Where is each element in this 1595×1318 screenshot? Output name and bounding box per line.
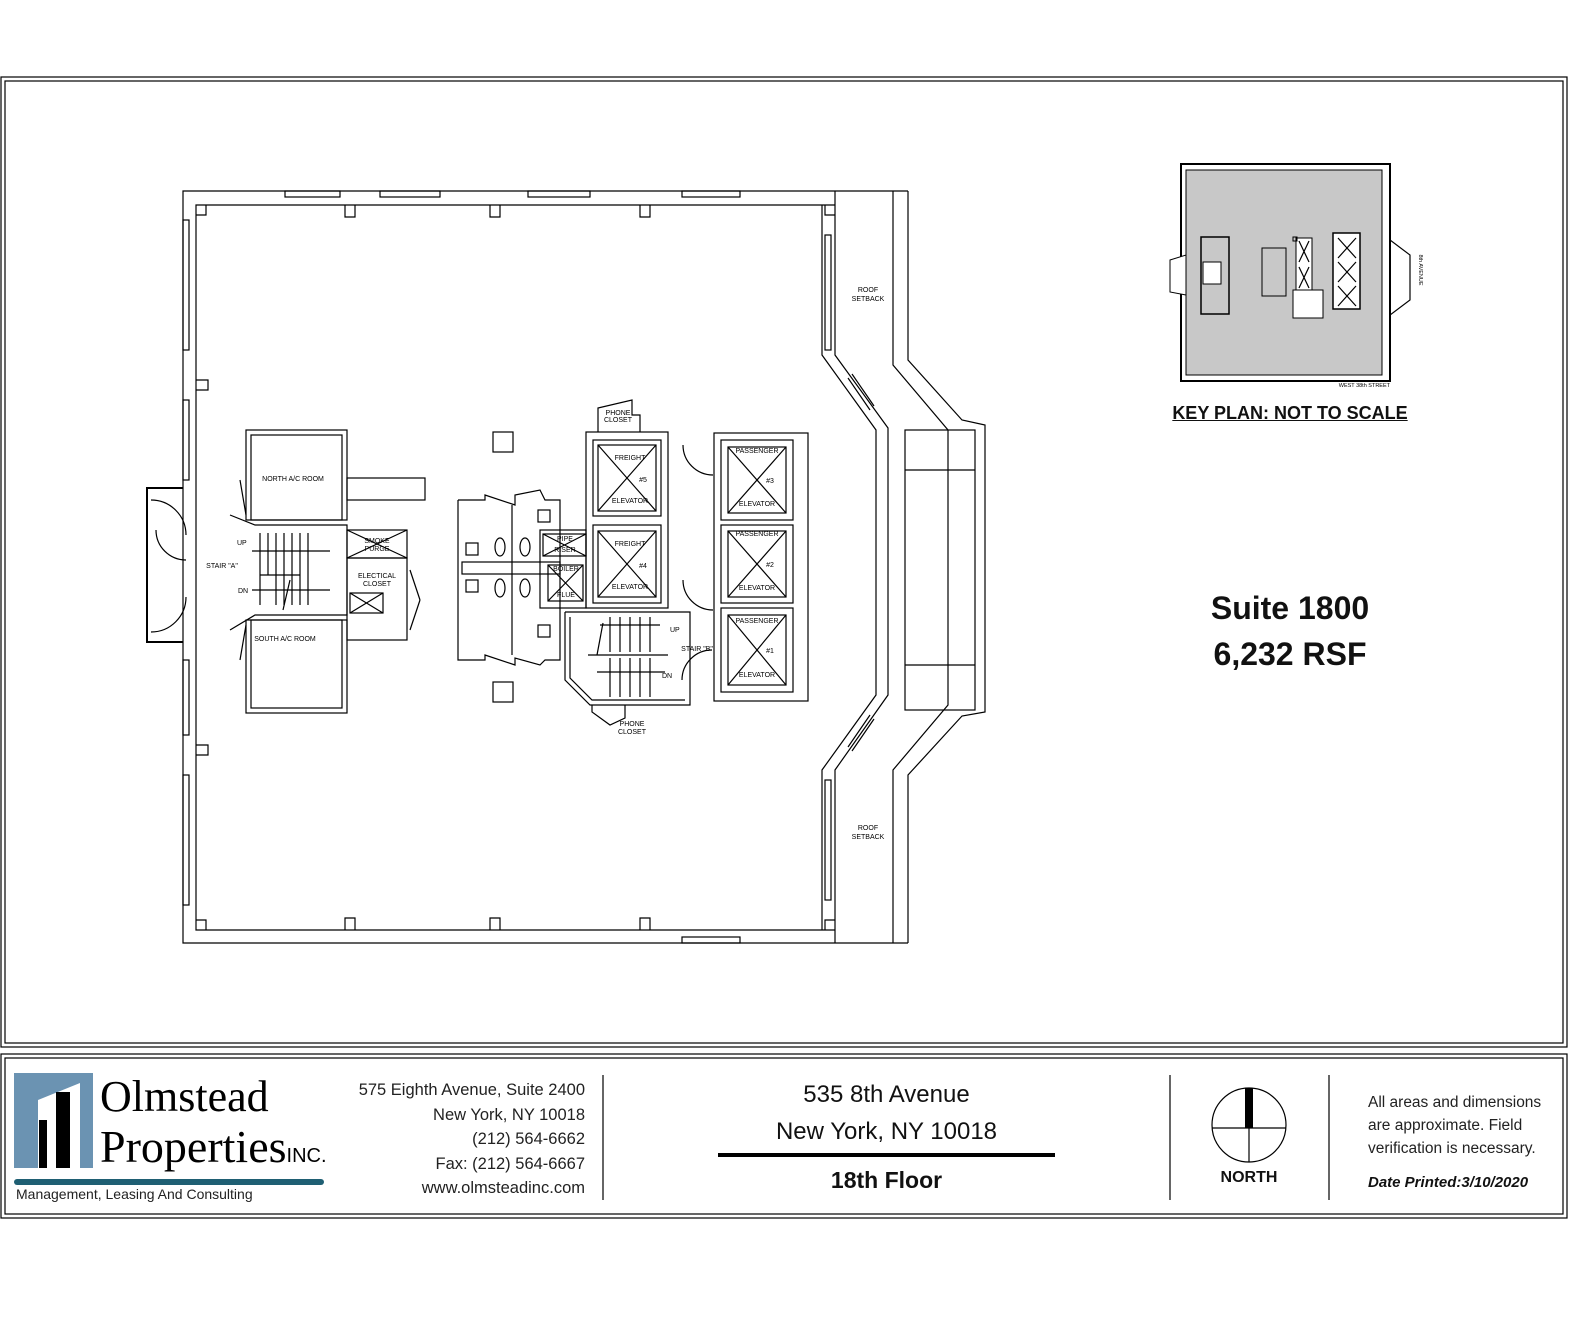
logo-name-properties: Properties bbox=[100, 1121, 287, 1172]
smoke-purge-label: SMOKE bbox=[364, 538, 390, 545]
logo-name-line1: Olmstead bbox=[100, 1072, 269, 1121]
company-address: 575 Eighth Avenue, Suite 2400 New York, … bbox=[305, 1078, 585, 1201]
disclaimer: All areas and dimensions are approximate… bbox=[1368, 1091, 1541, 1160]
boiler-flue-label: FLUE bbox=[557, 592, 575, 599]
stair-a-label: STAIR "A" bbox=[206, 563, 238, 570]
key-plan-label: KEY PLAN: NOT TO SCALE bbox=[1172, 403, 1408, 423]
titleblock-border-outer bbox=[0, 1053, 1568, 1219]
sheet-border-inner bbox=[4, 80, 1564, 1044]
olmstead-logo bbox=[14, 1073, 324, 1185]
svg-text:PASSENGER: PASSENGER bbox=[735, 448, 778, 455]
freight-elevator-4: FREIGHT #4 ELEVATOR bbox=[592, 524, 662, 604]
logo-name-line2: PropertiesINC. bbox=[100, 1122, 327, 1181]
sheet-border-outer bbox=[0, 76, 1568, 1048]
north-arrow-icon bbox=[1211, 1087, 1287, 1163]
svg-text:ELEVATOR: ELEVATOR bbox=[739, 585, 775, 592]
smoke-purge-label: PURGE bbox=[365, 546, 390, 553]
pipe-riser-label: RISER bbox=[554, 547, 575, 554]
disclaimer-line: verification is necessary. bbox=[1368, 1140, 1536, 1157]
passenger-elevator-1: PASSENGER #1 ELEVATOR bbox=[720, 607, 794, 693]
key-plan-avenue-label: 8th AVENUE bbox=[1417, 254, 1423, 285]
freight-elevator-5: FREIGHT #5 ELEVATOR bbox=[592, 439, 662, 517]
svg-text:ELEVATOR: ELEVATOR bbox=[612, 498, 648, 505]
roof-setback-label: ROOF bbox=[858, 825, 878, 832]
key-plan: WEST 38th STREET 8th AVENUE bbox=[1169, 163, 1423, 389]
svg-text:#4: #4 bbox=[639, 563, 647, 570]
logo-tagline: Management, Leasing And Consulting bbox=[16, 1186, 253, 1202]
pipe-riser-label: PIPE bbox=[557, 536, 573, 543]
disclaimer-line: are approximate. Field bbox=[1368, 1117, 1523, 1134]
key-plan-street-label: WEST 38th STREET bbox=[1339, 383, 1391, 389]
phone-closet-label: CLOSET bbox=[604, 417, 633, 424]
building-address-line1: 535 8th Avenue bbox=[803, 1081, 970, 1108]
stair-down-label: DN bbox=[238, 588, 248, 595]
south-ac-room-label: SOUTH A/C ROOM bbox=[254, 636, 316, 643]
svg-text:#3: #3 bbox=[766, 478, 774, 485]
north-ac-room-label: NORTH A/C ROOM bbox=[262, 476, 324, 483]
phone-closet-label: PHONE bbox=[620, 721, 645, 728]
date-printed: Date Printed:3/10/2020 bbox=[1368, 1174, 1529, 1191]
svg-text:ELEVATOR: ELEVATOR bbox=[739, 672, 775, 679]
phone-closet-label: CLOSET bbox=[618, 729, 647, 736]
roof-setback-label: SETBACK bbox=[852, 296, 885, 303]
svg-text:#1: #1 bbox=[766, 648, 774, 655]
column bbox=[492, 431, 514, 453]
column bbox=[492, 681, 514, 703]
passenger-elevator-2: PASSENGER #2 ELEVATOR bbox=[720, 524, 794, 604]
logo-inc: INC. bbox=[286, 1145, 327, 1167]
svg-text:PASSENGER: PASSENGER bbox=[735, 531, 778, 538]
electrical-closet-label: ELECTICAL bbox=[358, 573, 396, 580]
website-link[interactable]: www.olmsteadinc.com bbox=[421, 1179, 585, 1197]
roof-setback-label: ROOF bbox=[858, 287, 878, 294]
phone-number: (212) 564-6662 bbox=[472, 1130, 585, 1148]
suite-number: Suite 1800 bbox=[1210, 590, 1370, 626]
svg-text:#5: #5 bbox=[639, 477, 647, 484]
boiler-flue-label: BOILER bbox=[553, 566, 579, 573]
stair-b-down-label: DN bbox=[662, 673, 672, 680]
address-line: 575 Eighth Avenue, Suite 2400 bbox=[358, 1081, 585, 1099]
svg-text:FREIGHT: FREIGHT bbox=[615, 455, 646, 462]
floor-plan: ROOF SETBACK ROOF SETBACK NORTH A/C ROOM… bbox=[146, 190, 986, 944]
suite-info: Suite 1800 6,232 RSF bbox=[1180, 585, 1400, 677]
svg-text:FREIGHT: FREIGHT bbox=[615, 541, 646, 548]
rentable-square-feet: 6,232 RSF bbox=[1213, 636, 1367, 672]
north-label: NORTH bbox=[1220, 1169, 1278, 1186]
disclaimer-line: All areas and dimensions bbox=[1368, 1094, 1542, 1111]
titleblock-border-inner bbox=[4, 1057, 1564, 1215]
phone-closet-label: PHONE bbox=[606, 410, 631, 417]
floor-label: 18th Floor bbox=[830, 1167, 943, 1193]
fax-number: Fax: (212) 564-6667 bbox=[435, 1154, 585, 1173]
stair-b-label: STAIR "B" bbox=[681, 646, 713, 653]
svg-text:#2: #2 bbox=[766, 562, 774, 569]
svg-text:ELEVATOR: ELEVATOR bbox=[739, 501, 775, 508]
passenger-elevator-3: PASSENGER #3 ELEVATOR bbox=[720, 439, 794, 521]
svg-text:ELEVATOR: ELEVATOR bbox=[612, 584, 648, 591]
roof-setback-label: SETBACK bbox=[852, 834, 885, 841]
building-address-line2: New York, NY 10018 bbox=[775, 1118, 998, 1145]
stair-b-up-label: UP bbox=[670, 627, 680, 634]
stair-up-label: UP bbox=[237, 540, 247, 547]
address-city: New York, NY 10018 bbox=[433, 1105, 585, 1124]
svg-text:PASSENGER: PASSENGER bbox=[735, 618, 778, 625]
electrical-closet-label: CLOSET bbox=[363, 581, 392, 588]
